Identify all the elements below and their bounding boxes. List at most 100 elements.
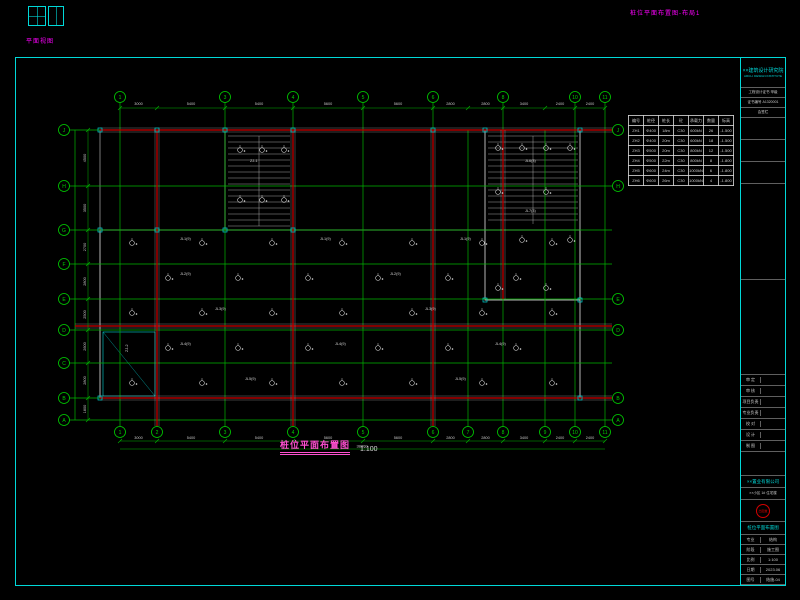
schedule-cell: 4 xyxy=(703,175,719,186)
schedule-cell: 26 xyxy=(703,125,719,136)
svg-text:JL1(9): JL1(9) xyxy=(180,237,191,241)
schedule-cell: 600kN xyxy=(688,125,704,136)
titleblock-value: 2023.06 xyxy=(765,567,781,572)
svg-text:2400: 2400 xyxy=(586,102,594,106)
ucs-icon[interactable] xyxy=(28,6,46,26)
drawing-scale: 1:100 xyxy=(360,446,378,453)
svg-text:JL3(9): JL3(9) xyxy=(425,307,436,311)
svg-text:JL4(9): JL4(9) xyxy=(495,342,506,346)
svg-text:4: 4 xyxy=(292,430,295,436)
schedule-cell: -1.800 xyxy=(718,175,734,186)
svg-text:2500: 2500 xyxy=(83,310,87,318)
beam-red-lines xyxy=(75,127,618,426)
svg-text:5400: 5400 xyxy=(187,102,195,106)
titleblock-text: 证书编号 A1320001 xyxy=(747,100,779,104)
schedule-cell: 18 xyxy=(703,135,719,146)
schedule-header-cell: 编号 xyxy=(628,115,644,126)
titleblock-row-kv: 专业结构 xyxy=(741,535,785,545)
svg-text:6: 6 xyxy=(432,430,435,436)
svg-text:D: D xyxy=(616,328,620,334)
schedule-cell: ZH6 xyxy=(628,175,644,186)
svg-text:38800: 38800 xyxy=(356,444,368,449)
red-stamp-icon: 出图章 xyxy=(756,503,770,518)
stair-hatching xyxy=(228,135,578,227)
schedule-cell: C30 xyxy=(673,135,689,146)
titleblock-label: 审 核 xyxy=(741,388,761,394)
svg-text:2700: 2700 xyxy=(83,243,87,251)
drawing-title-group: 桩位平面布置图 1:100 xyxy=(280,438,378,455)
titleblock-row-blank xyxy=(741,452,785,476)
svg-text:9: 9 xyxy=(544,430,547,436)
schedule-cell: Φ400 xyxy=(643,135,659,146)
titleblock-text: 桩位平面布置图 xyxy=(747,525,779,530)
titleblock-label: 专业 xyxy=(741,536,761,543)
schedule-cell: -1.800 xyxy=(718,155,734,166)
svg-text:2800: 2800 xyxy=(83,376,87,384)
svg-text:JL2(9): JL2(9) xyxy=(390,272,401,276)
svg-text:2: 2 xyxy=(156,430,159,436)
schedule-header-cell: 标高 xyxy=(718,115,734,126)
svg-text:JL2(9): JL2(9) xyxy=(180,272,191,276)
svg-text:JL7(3): JL7(3) xyxy=(525,209,536,213)
svg-text:JL1(9): JL1(9) xyxy=(460,237,471,241)
schedule-cell: ZH3 xyxy=(628,145,644,156)
svg-text:JL6(3): JL6(3) xyxy=(525,159,536,163)
titleblock-row-kv: 设 计 xyxy=(741,430,785,441)
svg-text:ZJ-1: ZJ-1 xyxy=(250,159,258,163)
titleblock-text: ××置业有限公司 xyxy=(746,478,780,484)
titleblock-value: 1:100 xyxy=(767,557,778,562)
svg-text:2800: 2800 xyxy=(481,436,489,440)
svg-text:8: 8 xyxy=(502,95,505,101)
schedule-cell: C30 xyxy=(673,145,689,156)
svg-text:3000: 3000 xyxy=(134,436,142,440)
titleblock-row-blank xyxy=(741,162,785,184)
schedule-header-cell: 承载力 xyxy=(688,115,704,126)
schedule-cell: 8 xyxy=(703,155,719,166)
schedule-cell: C30 xyxy=(673,125,689,136)
svg-text:2800: 2800 xyxy=(446,436,454,440)
svg-text:2800: 2800 xyxy=(446,102,454,106)
svg-text:3000: 3000 xyxy=(134,102,142,106)
svg-text:A: A xyxy=(616,418,620,424)
svg-text:ZJ-2: ZJ-2 xyxy=(125,344,129,352)
schedule-header-cell: 桩长 xyxy=(658,115,674,126)
schedule-cell: Φ600 xyxy=(643,165,659,176)
titleblock-label: 校 对 xyxy=(741,421,761,427)
schedule-cell: 1000kN xyxy=(688,175,704,186)
svg-text:5600: 5600 xyxy=(394,436,402,440)
titleblock-row-text: ××小区 1# 住宅楼 xyxy=(741,488,785,500)
svg-text:JL4(9): JL4(9) xyxy=(180,342,191,346)
titleblock-row-cyan: 桩位平面布置图 xyxy=(741,522,785,535)
svg-text:D: D xyxy=(62,328,66,334)
svg-text:2400: 2400 xyxy=(556,436,564,440)
view-cube-icon[interactable] xyxy=(48,6,64,26)
titleblock-row-kv: 校 对 xyxy=(741,419,785,430)
schedule-header-cell: 砼 xyxy=(673,115,689,126)
svg-text:8: 8 xyxy=(502,430,505,436)
svg-text:JL5(9): JL5(9) xyxy=(245,377,256,381)
titleblock-row-cyan: ××置业有限公司 xyxy=(741,476,785,488)
svg-text:10: 10 xyxy=(572,95,578,101)
svg-text:H: H xyxy=(616,184,620,190)
titleblock-label: 日期 xyxy=(741,566,761,573)
titleblock-row-fillblank xyxy=(741,280,785,375)
schedule-cell: 800kN xyxy=(688,145,704,156)
schedule-cell: C30 xyxy=(673,175,689,186)
svg-text:E: E xyxy=(62,297,66,303)
beam-annotations: JL1(9)JL1(9)JL1(9)JL2(9)JL2(9)JL3(9)JL3(… xyxy=(125,159,536,381)
titleblock-row-kv: 专业负责 xyxy=(741,408,785,419)
titleblock-row-kv: 审 核 xyxy=(741,386,785,397)
svg-text:3: 3 xyxy=(224,430,227,436)
schedule-cell: 600kN xyxy=(688,135,704,146)
svg-text:2400: 2400 xyxy=(586,436,594,440)
